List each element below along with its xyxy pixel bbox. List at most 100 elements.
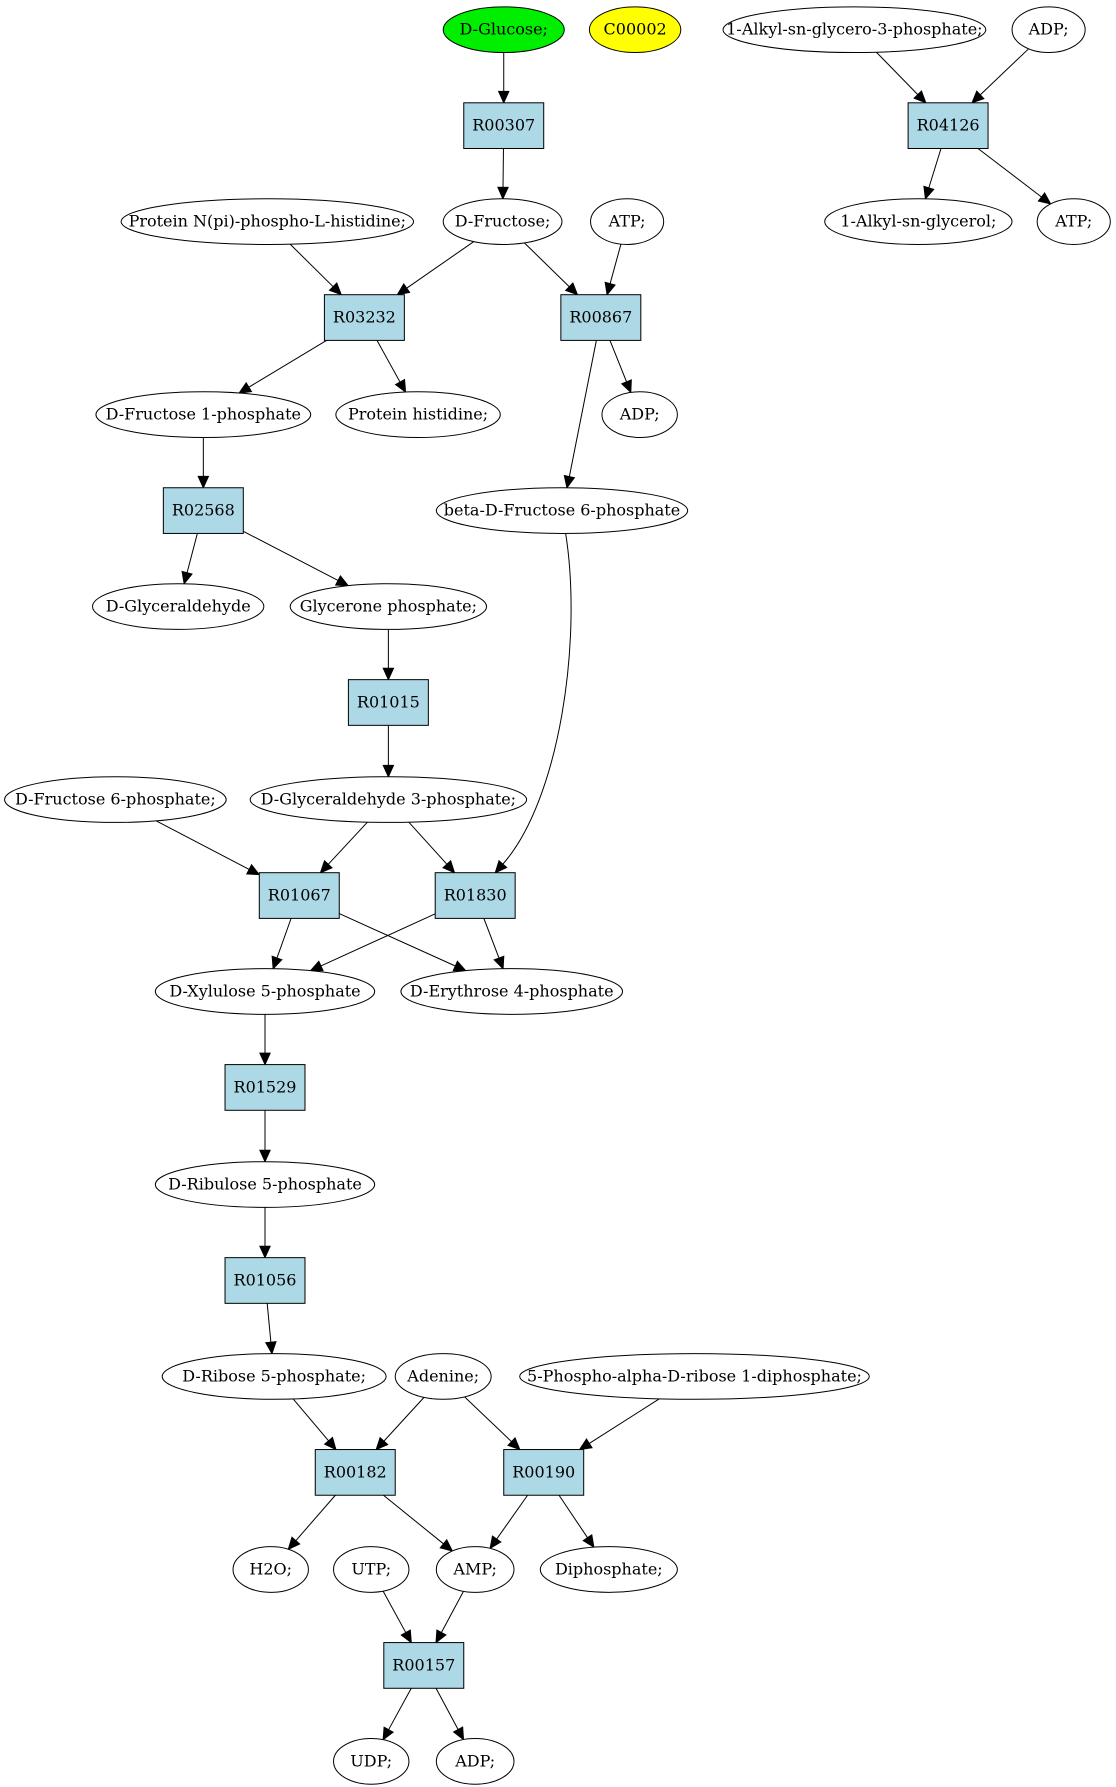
compound-node-dxyl5p[interactable]: D-Xylulose 5-phosphate	[154, 968, 376, 1015]
arrowhead-icon	[452, 1726, 465, 1741]
edge-dxyl5p-to-r01529	[259, 1014, 271, 1066]
compound-node-betadf6p[interactable]: beta-D-Fructose 6-phosphate	[435, 487, 689, 534]
reaction-box	[347, 679, 429, 726]
edge-glyceronep-to-r01015	[382, 629, 395, 681]
reaction-node-r00182[interactable]: R00182	[314, 1449, 396, 1496]
compound-node-proteinhis[interactable]: Protein histidine;	[335, 391, 501, 438]
edge-line	[383, 1494, 444, 1545]
compound-label: D-Fructose;	[455, 212, 551, 231]
compound-node-utp[interactable]: UTP;	[333, 1546, 410, 1593]
compound-node-adp_bottom[interactable]: ADP;	[435, 1738, 515, 1785]
reaction-label: R04126	[917, 116, 980, 135]
compound-label: D-Fructose 1-phosphate	[106, 405, 301, 424]
arrowhead-icon	[259, 1149, 271, 1163]
edges-layer	[155, 48, 1052, 1741]
compound-node-dfructose1p[interactable]: D-Fructose 1-phosphate	[95, 391, 312, 438]
compound-node-glyceronep[interactable]: Glycerone phosphate;	[289, 583, 488, 630]
edge-r01830-to-de4p	[483, 918, 505, 970]
arrowhead-icon	[382, 667, 395, 681]
edge-dfructose1p-to-r02568	[197, 437, 210, 489]
arrowhead-icon	[494, 859, 508, 874]
reaction-node-r01015[interactable]: R01015	[347, 679, 429, 726]
compound-node-prpp[interactable]: 5-Phospho-alpha-D-ribose 1-diphosphate;	[519, 1353, 870, 1400]
compound-node-alkylglycerophos[interactable]: 1-Alkyl-sn-glycero-3-phosphate;	[722, 6, 987, 54]
compound-ellipse	[232, 1546, 309, 1593]
compound-node-adp_top[interactable]: ADP;	[1011, 6, 1086, 54]
reaction-label: R01067	[268, 886, 331, 905]
reaction-node-r00157[interactable]: R00157	[383, 1642, 465, 1689]
edge-line	[266, 1303, 272, 1343]
compound-node-amp[interactable]: AMP;	[435, 1546, 515, 1593]
compound-ellipse	[519, 1353, 870, 1400]
compound-label: ADP;	[619, 405, 660, 424]
reaction-label: R00307	[472, 116, 535, 135]
compound-ellipse	[120, 198, 415, 245]
compound-ellipse	[333, 1738, 410, 1785]
compound-node-adenine[interactable]: Adenine;	[394, 1353, 492, 1400]
compound-label: D-Glyceraldehyde 3-phosphate;	[261, 790, 516, 809]
compound-node-drib5p[interactable]: D-Ribulose 5-phosphate	[154, 1161, 376, 1208]
compound-node-dribose5p[interactable]: D-Ribose 5-phosphate;	[161, 1353, 387, 1400]
compound-node-alkylglycerol[interactable]: 1-Alkyl-sn-glycerol;	[824, 198, 1013, 245]
arrowhead-icon	[442, 859, 456, 874]
reaction-box	[503, 1449, 585, 1496]
reaction-label: R00867	[569, 308, 632, 327]
reaction-label: R03232	[333, 308, 396, 327]
compound-node-atp_mid[interactable]: ATP;	[590, 198, 665, 245]
reaction-node-r02568[interactable]: R02568	[162, 487, 244, 534]
compound-node-diphosphate[interactable]: Diphosphate;	[539, 1546, 678, 1593]
edge-dg3p-to-r01067	[319, 821, 368, 874]
arrowhead-icon	[323, 1436, 337, 1451]
reaction-label: R01015	[357, 692, 420, 711]
compound-label: ATP;	[608, 212, 646, 231]
edge-line	[502, 533, 572, 865]
compound-ellipse	[154, 968, 376, 1015]
arrowhead-icon	[238, 381, 253, 394]
edge-line	[440, 1591, 464, 1633]
edge-r00190-to-amp	[489, 1494, 529, 1550]
reaction-node-r00307[interactable]: R00307	[463, 102, 545, 149]
edge-r00867-to-adp_mid	[609, 340, 632, 394]
compound-ellipse	[722, 6, 987, 54]
reaction-node-r00867[interactable]: R00867	[560, 294, 642, 341]
arrowhead-icon	[497, 90, 510, 105]
arrowhead-icon	[493, 955, 505, 970]
reaction-node-r01529[interactable]: R01529	[224, 1064, 306, 1111]
compound-node-dglyceraldehyde[interactable]: D-Glyceraldehyde	[92, 583, 265, 630]
edge-r01067-to-dxyl5p	[271, 918, 292, 970]
compound-ellipse	[95, 391, 312, 438]
compound-label: 5-Phospho-alpha-D-ribose 1-diphosphate;	[527, 1366, 862, 1385]
reaction-node-r01056[interactable]: R01056	[224, 1257, 306, 1304]
reaction-node-r01830[interactable]: R01830	[434, 872, 516, 919]
compound-node-atp_right[interactable]: ATP;	[1036, 198, 1111, 245]
reaction-box	[434, 872, 516, 919]
compound-node-udp[interactable]: UDP;	[333, 1738, 410, 1785]
compound-node-de4p[interactable]: D-Erythrose 4-phosphate	[400, 968, 624, 1015]
reaction-label: R01529	[234, 1077, 297, 1096]
compound-node-h2o[interactable]: H2O;	[232, 1546, 309, 1593]
compound-node-protein_phos[interactable]: Protein N(pi)-phospho-L-histidine;	[120, 198, 415, 245]
arrowhead-icon	[394, 378, 407, 394]
reaction-node-r04126[interactable]: R04126	[907, 102, 989, 149]
edge-line	[408, 821, 448, 865]
compound-label: D-Fructose 6-phosphate;	[15, 790, 216, 809]
compound-node-c00002[interactable]: C00002	[588, 6, 682, 54]
compound-label: Protein histidine;	[348, 405, 488, 424]
compound-node-adp_mid[interactable]: ADP;	[601, 391, 678, 438]
reaction-node-r03232[interactable]: R03232	[323, 294, 405, 341]
compound-node-dglucose[interactable]: D-Glucose;	[442, 6, 565, 54]
arrowhead-icon	[489, 1535, 502, 1550]
compound-node-dfructose[interactable]: D-Fructose;	[442, 198, 563, 245]
edge-line	[464, 1396, 512, 1443]
reaction-node-r00190[interactable]: R00190	[503, 1449, 585, 1496]
compound-ellipse	[154, 1161, 376, 1208]
edge-dribose5p-to-r00182	[292, 1398, 337, 1451]
compound-node-df6p[interactable]: D-Fructose 6-phosphate;	[4, 776, 227, 823]
edge-line	[320, 913, 436, 967]
arrowhead-icon	[375, 1436, 389, 1451]
reaction-node-r01067[interactable]: R01067	[258, 872, 340, 919]
compound-node-dg3p[interactable]: D-Glyceraldehyde 3-phosphate;	[249, 776, 528, 823]
edge-line	[376, 340, 401, 383]
edge-line	[568, 340, 597, 477]
